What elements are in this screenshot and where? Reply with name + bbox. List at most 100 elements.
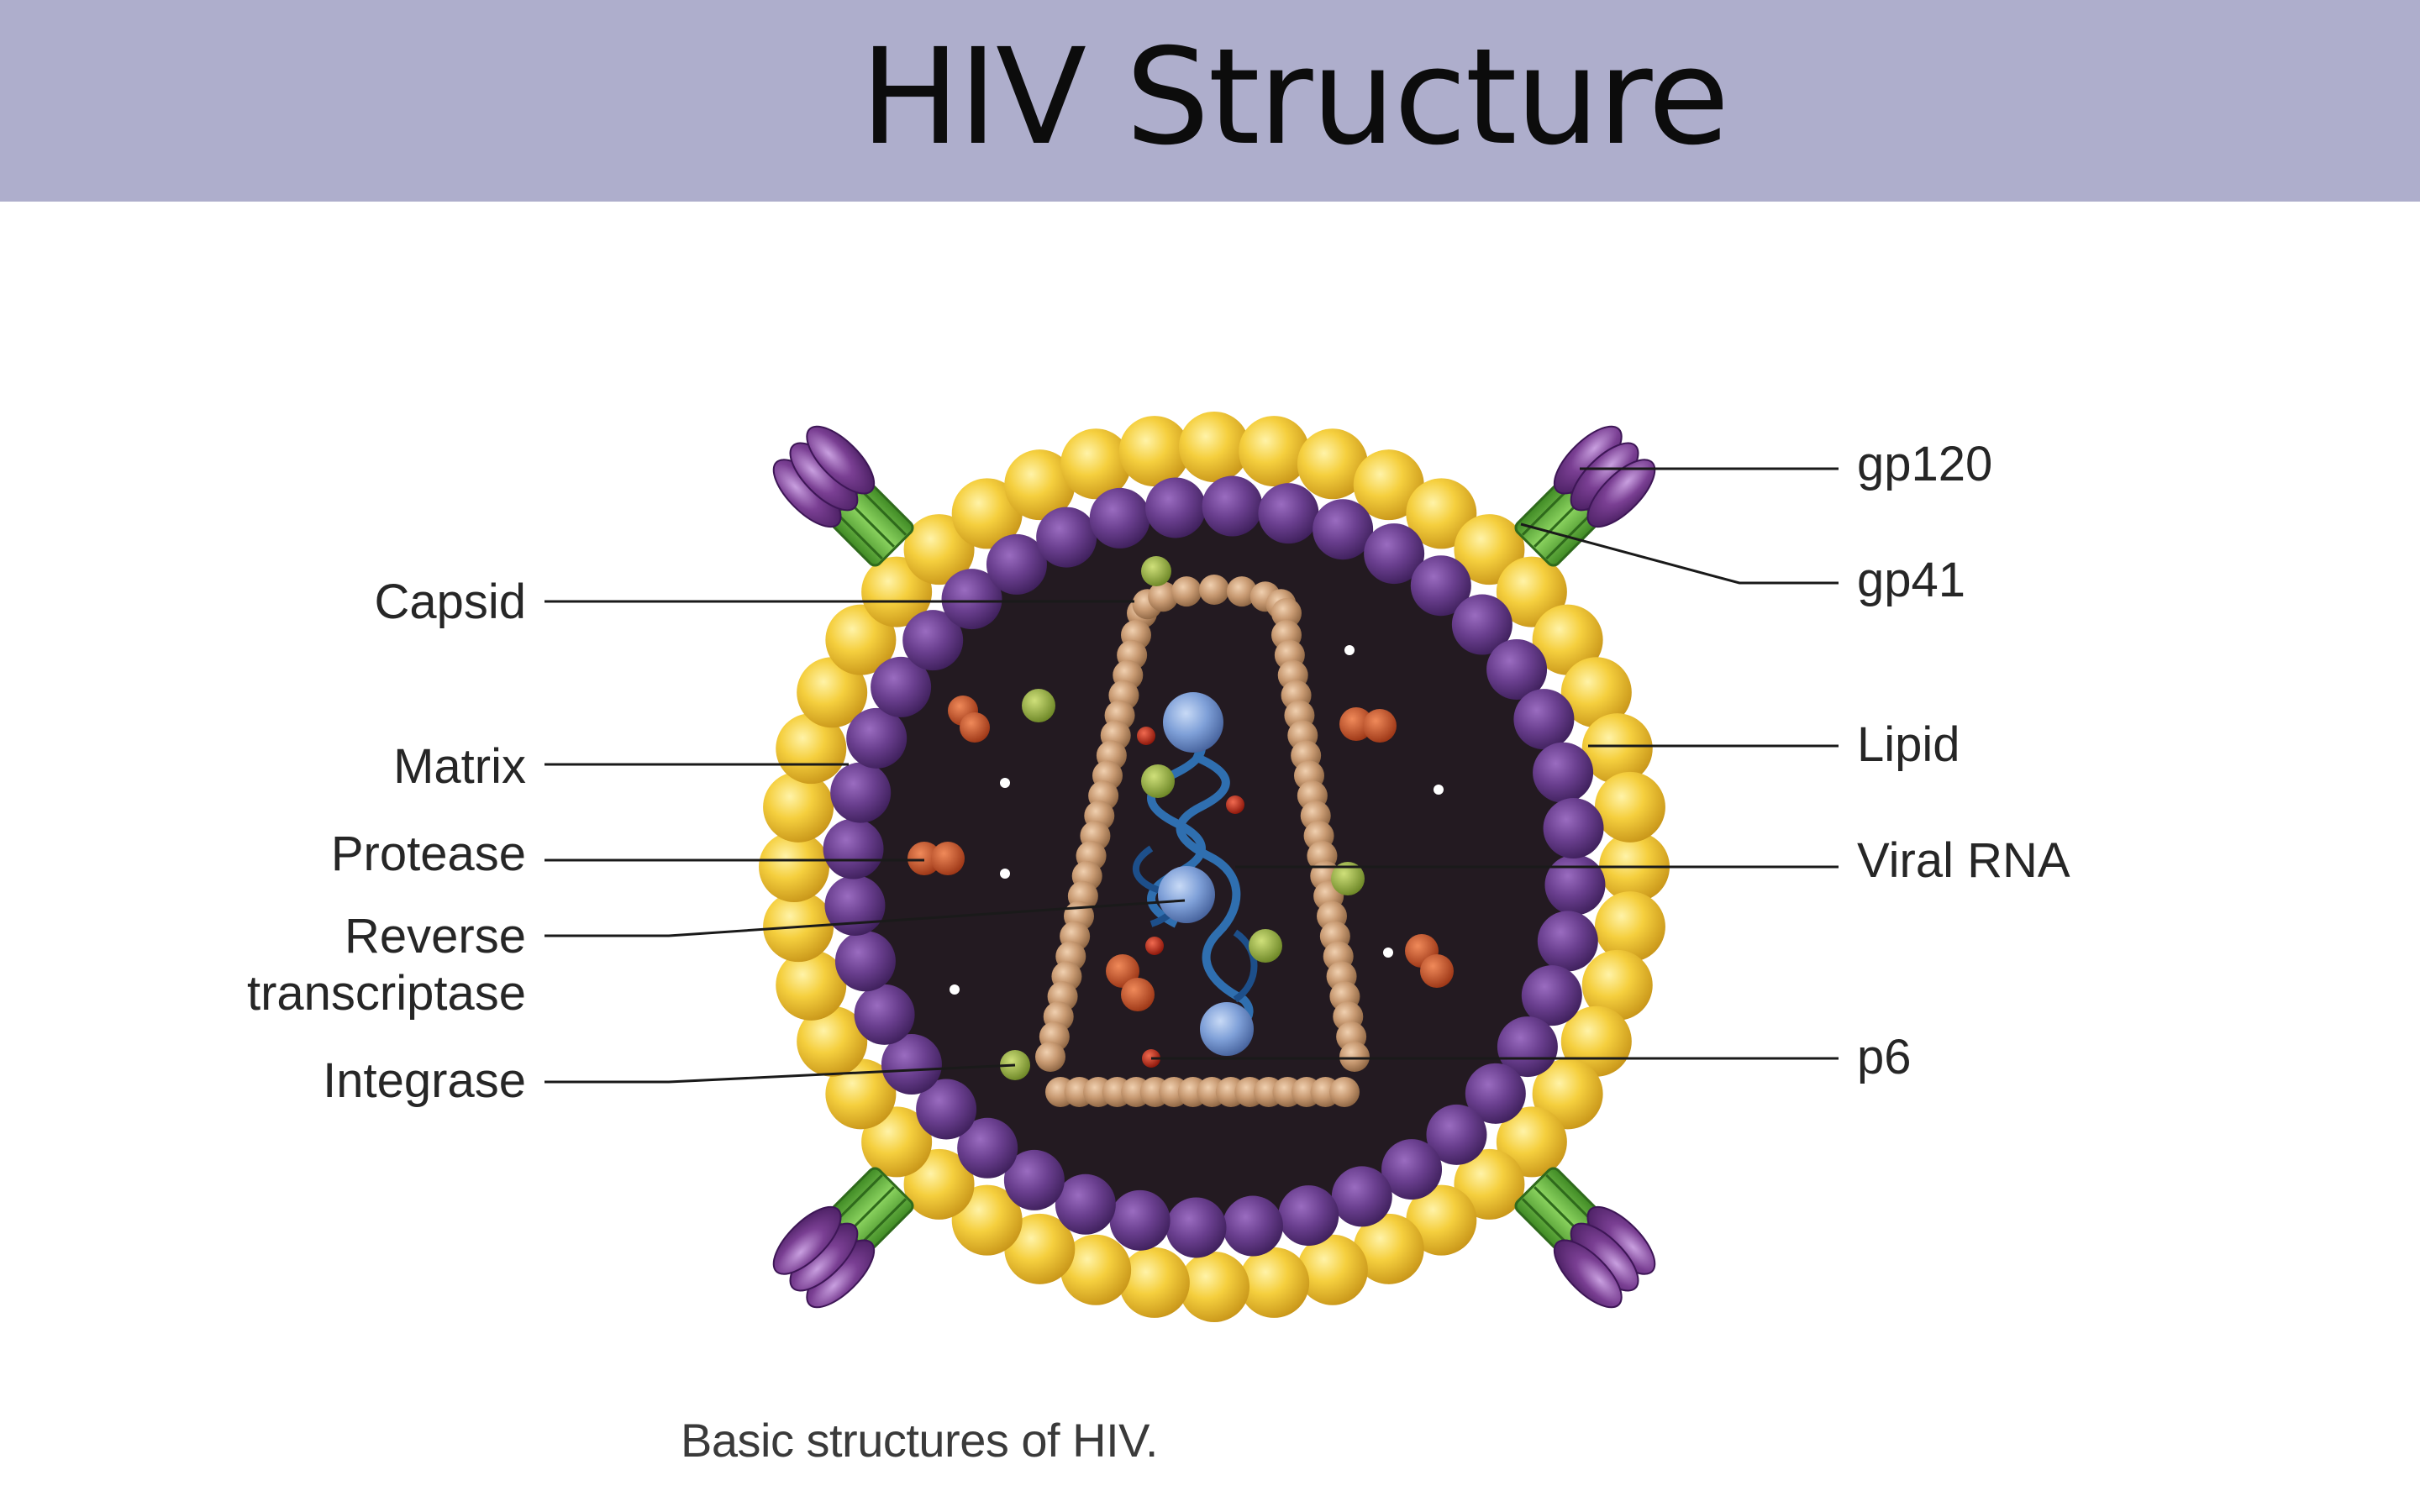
matrix-bead [854,984,915,1045]
matrix-bead [1497,1016,1558,1078]
matrix-bead [986,533,1047,595]
matrix-bead [1109,1189,1171,1251]
matrix-bead [1451,594,1512,655]
lipid-bead [1004,449,1076,521]
lipid-bead [1581,713,1653,785]
lipid-bead [825,604,897,675]
lipid-bead [1297,1234,1368,1305]
matrix-bead [1381,1139,1443,1200]
matrix-bead [823,818,884,879]
lipid-bead [1560,657,1632,728]
gp41-stripe [1534,1186,1580,1232]
label-matrix: Matrix [393,739,526,794]
label-integrase: Integrase [323,1053,526,1108]
matrix-bead [871,656,932,717]
lipid-bead [797,657,868,728]
matrix-bead [1036,507,1097,568]
label-gp41: gp41 [1857,553,1965,607]
matrix-bead [881,1034,942,1095]
slide-title: HIV Structure [860,20,1730,175]
capsid-bead [1035,1042,1065,1072]
white-dots [950,645,1444,995]
gp41-stripe [849,501,895,548]
matrix-bead [1521,965,1582,1026]
matrix-bead [1537,911,1598,972]
matrix-bead [1145,477,1207,538]
gp120-lobe [1553,1239,1623,1309]
lipid-bead [1004,1213,1076,1284]
lipid-bead [1179,412,1249,482]
lipid-bead [1297,428,1368,500]
lipid-bead [1118,416,1190,487]
lipid-bead [797,1005,868,1077]
capsid-bead [1148,581,1179,612]
matrix-bead [1003,1149,1065,1210]
gp41-stripe [1521,1198,1568,1244]
right-labels: gp120 gp41 Lipid Viral RNA p6 [1857,437,2070,1084]
matrix-bead [1258,483,1319,544]
lipid-bead [759,832,829,902]
matrix-bead [1278,1185,1339,1247]
matrix-bead [1486,638,1548,700]
matrix-bead [1055,1173,1116,1235]
gp41-stripe [1534,501,1580,548]
matrix-bead [1465,1063,1526,1124]
gp41-stripe [837,1173,883,1221]
lipid-bead [1060,428,1132,500]
spike-bottom-right [1514,1167,1656,1309]
lipid-bead [763,771,834,843]
matrix-bead [1313,499,1374,560]
lipid-bead [1454,1148,1525,1220]
matrix-bead [1202,475,1263,537]
matrix-bead [916,1079,977,1140]
lipid-bead [1179,1252,1249,1322]
lipid-bead [1496,556,1567,627]
lipid-bead [1594,891,1665,963]
gp120-lobe [1586,459,1656,528]
matrix-bead [1222,1195,1283,1257]
matrix-bead [1165,1197,1227,1258]
gp41-stripe [860,490,908,536]
matrix-bead [834,931,896,992]
lipid-bead [1353,1213,1424,1284]
lipid-bead [1239,416,1310,487]
label-p6: p6 [1857,1030,1912,1084]
virion-core [853,506,1576,1228]
envelope-spikes [772,425,1656,1309]
lipid-bead [1118,1247,1190,1318]
leader-lines [544,467,1839,1084]
lipid-bead [776,949,847,1021]
lipid-bead [1239,1247,1310,1318]
capsid-bead [1329,1077,1360,1107]
capsid-bead [1171,576,1202,607]
lipid-membrane [759,412,1670,1322]
matrix-bead [1364,523,1425,585]
gp41-leader [1520,522,1839,585]
label-viral-rna: Viral RNA [1857,833,2070,888]
lipid-bead [1594,771,1665,843]
matrix-bead [1533,742,1594,803]
matrix-bead [1410,555,1471,617]
matrix-layer [823,475,1606,1258]
label-capsid: Capsid [374,575,526,629]
matrix-bead [846,707,908,769]
matrix-bead [957,1117,1018,1179]
lipid-bead [951,478,1023,549]
gp41-stripe [849,1186,895,1232]
reverse-transcriptase [1158,692,1254,1056]
matrix-bead [902,610,964,671]
lipid-bead [776,713,847,785]
capsid-bead [1199,575,1229,605]
spike-top-left [772,425,914,567]
label-transcriptase: transcriptase [247,966,526,1021]
matrix-bead [1543,798,1604,859]
reverse-transcriptase-leader [544,899,1186,937]
lipid-bead [861,1106,933,1178]
matrix-bead [824,874,886,936]
lipid-bead [1406,1184,1477,1256]
title-bar: HIV Structure [0,0,2420,202]
matrix-bead [1513,689,1575,750]
integrase-leader [544,1063,1016,1084]
label-protease: Protease [331,827,526,881]
